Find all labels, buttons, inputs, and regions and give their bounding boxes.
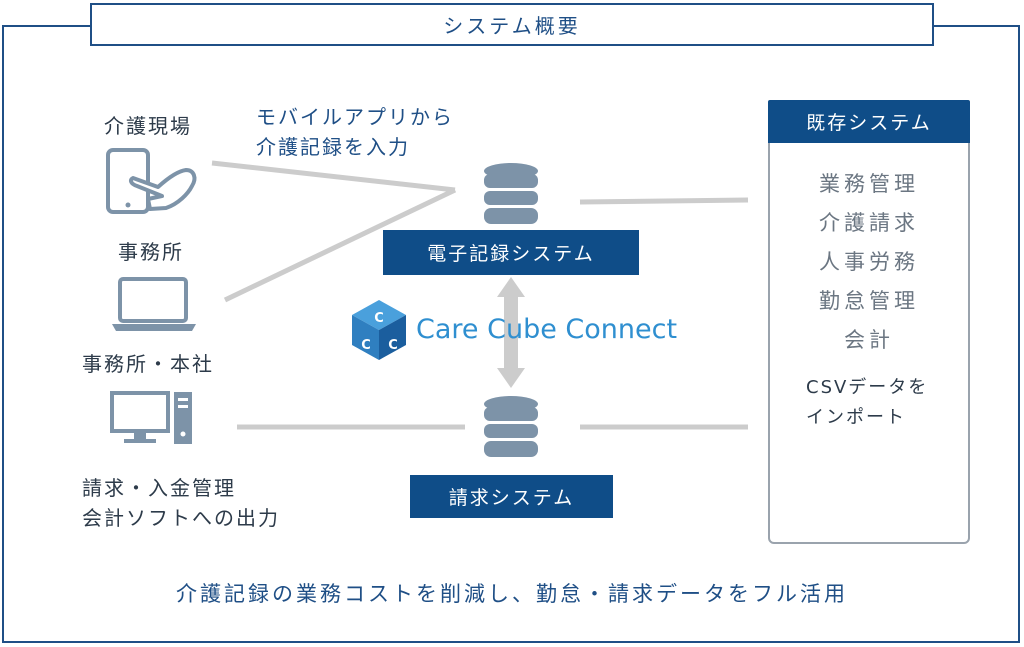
legacy-systems-header: 既存システム [768, 100, 970, 143]
csv-file-label: CSV [849, 486, 889, 507]
hq-label: 事務所・本社 [82, 352, 214, 376]
billing-note-line1: 請求・入金管理 [82, 476, 236, 500]
database-icon [484, 396, 538, 457]
sync-arrow [497, 277, 525, 388]
logo-letter: C [388, 338, 398, 353]
cube-logo-icon: C C C [352, 300, 406, 360]
legacy-systems-panel [768, 100, 970, 544]
billing-note-line2: 会計ソフトへの出力 [82, 506, 280, 530]
site-label: 介護現場 [104, 114, 192, 138]
smartphone-touch-icon [106, 148, 197, 214]
diagram-title: システム概要 [90, 3, 934, 46]
database-icon [484, 163, 538, 224]
mobile-note-line1: モバイルアプリから [256, 105, 454, 129]
line-tablet-to-records [211, 160, 456, 193]
line-records-to-legacy [579, 197, 749, 205]
mobile-note-line2: 介護記録を入力 [256, 135, 410, 159]
tagline: 介護記録の業務コストを削減し、勤怠・請求データをフル活用 [176, 582, 848, 606]
legacy-item: 業務管理 [819, 172, 919, 196]
logo-letter: C [361, 338, 371, 353]
office-label: 事務所 [118, 240, 184, 264]
line-laptop-to-records [223, 187, 457, 303]
records-system-box: 電子記録システム [383, 230, 639, 275]
legacy-item: 勤怠管理 [819, 289, 919, 313]
logo-letter: C [374, 311, 384, 326]
csv-note-line1: CSVデータを [806, 377, 929, 398]
logo-text: Care Cube Connect [416, 314, 678, 345]
desktop-pc-icon [110, 391, 192, 444]
legacy-item: 介護請求 [819, 211, 919, 235]
csv-note-line2: インポート [806, 407, 906, 428]
billing-system-box: 請求システム [410, 475, 613, 518]
legacy-item: 人事労務 [819, 250, 919, 274]
legacy-item: 会計 [844, 328, 894, 352]
laptop-icon [112, 277, 196, 331]
